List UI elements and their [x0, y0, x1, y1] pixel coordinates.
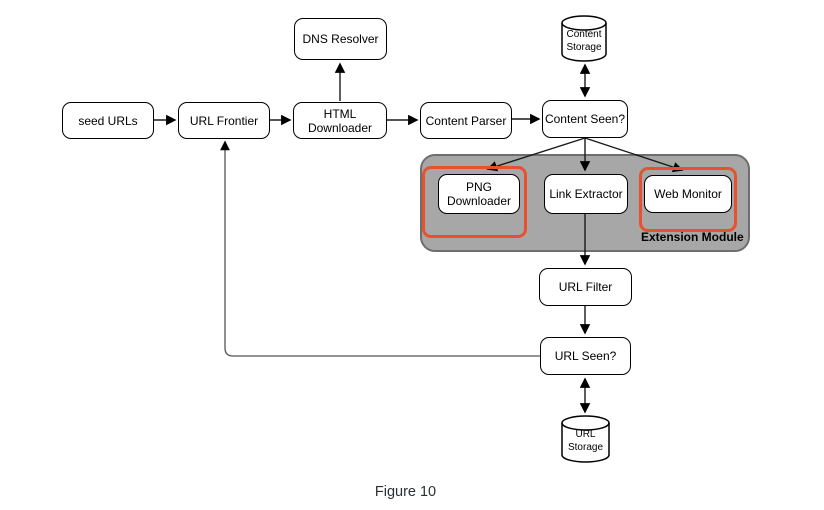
cylinder-label: URL: [575, 429, 596, 440]
node-label: Content Seen?: [544, 112, 626, 126]
node-label: HTML Downloader: [307, 106, 373, 135]
node-label: DNS Resolver: [302, 32, 379, 46]
node-url-frontier: URL Frontier: [178, 102, 270, 139]
node-label: Downloader: [446, 194, 512, 208]
database-content-storage: Content Storage: [561, 15, 607, 62]
cylinder-label: Storage: [567, 441, 604, 453]
database-url-storage: URL Storage: [561, 415, 610, 463]
node-html-downloader: HTML Downloader: [293, 102, 387, 139]
node-content-parser: Content Parser: [420, 102, 512, 139]
node-label: seed URLs: [78, 113, 138, 128]
node-seed-urls: seed URLs: [62, 102, 154, 139]
node-link-extractor: Link Extractor: [544, 174, 628, 214]
highlight-frame-png-downloader: [422, 166, 527, 238]
node-png-downloader: PNG Downloader: [438, 174, 520, 214]
node-label: URL Seen?: [554, 349, 617, 363]
figure-caption: Figure 10: [374, 484, 437, 500]
node-label: URL Frontier: [189, 113, 259, 128]
cylinder-label: Storage: [566, 41, 602, 53]
extension-module-label: Extension Module: [641, 230, 744, 244]
cylinder-label: Content: [566, 29, 602, 40]
node-web-monitor: Web Monitor: [644, 175, 732, 213]
cylinder-icon: [561, 15, 607, 62]
node-content-seen: Content Seen?: [542, 100, 628, 138]
node-label: Content Parser: [425, 113, 507, 128]
node-url-filter: URL Filter: [539, 268, 632, 306]
node-dns-resolver: DNS Resolver: [294, 18, 387, 60]
node-label: Web Monitor: [654, 187, 722, 201]
node-url-seen: URL Seen?: [540, 337, 631, 375]
node-label: Link Extractor: [549, 187, 623, 201]
highlight-frame-web-monitor: [639, 167, 737, 232]
cylinder-icon: [561, 415, 610, 463]
node-label: URL Filter: [558, 280, 613, 294]
node-label: PNG: [465, 180, 492, 194]
